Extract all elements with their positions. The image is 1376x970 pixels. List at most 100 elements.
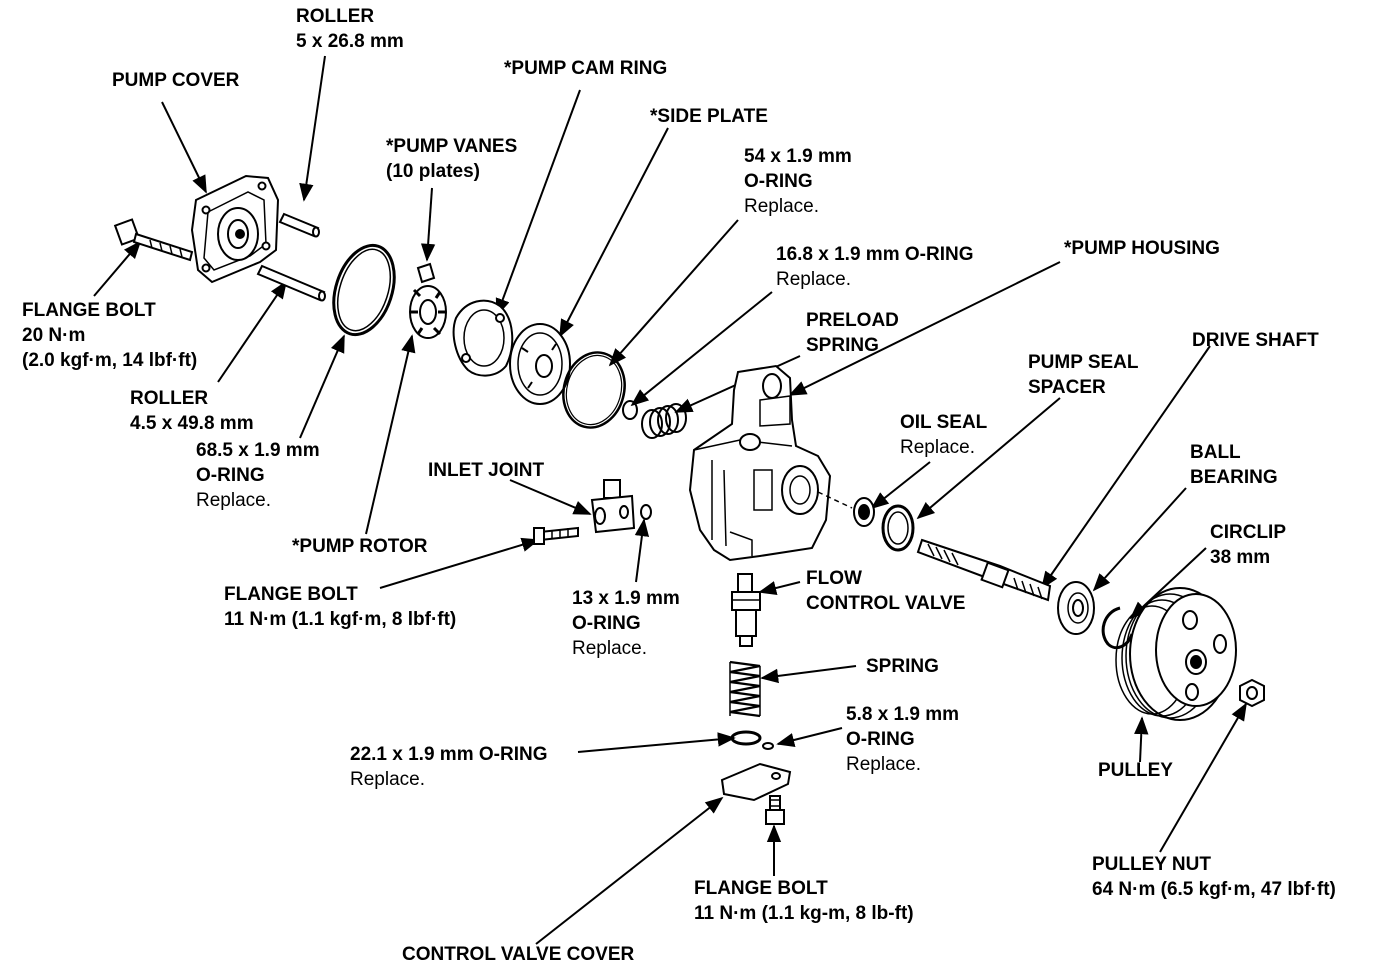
label-roller-top: ROLLER 5 x 26.8 mm: [296, 4, 404, 54]
label-pulley: PULLEY: [1098, 758, 1173, 783]
leader-pump-rotor: [365, 334, 416, 535]
label-oring-68-line3: Replace.: [196, 490, 271, 511]
label-pump-housing-line1: *PUMP HOUSING: [1064, 238, 1220, 259]
leader-pump-cover: [161, 101, 207, 194]
label-pump-seal-spacer-line2: SPACER: [1028, 377, 1106, 398]
label-oring-5-line1: 5.8 x 1.9 mm: [846, 704, 960, 725]
label-flow-control-valve: FLOW CONTROL VALVE: [806, 566, 965, 616]
label-spring-line1: SPRING: [866, 656, 939, 677]
label-control-valve-cover: CONTROL VALVE COVER: [402, 942, 634, 967]
label-roller-top-line2: 5 x 26.8 mm: [296, 31, 404, 52]
label-preload-spring: PRELOAD SPRING: [806, 308, 899, 358]
ball-bearing-part: [1057, 581, 1095, 635]
label-circlip-line1: CIRCLIP: [1210, 522, 1286, 543]
label-flange-bolt-left-line1: FLANGE BOLT: [22, 300, 156, 321]
label-flow-control-valve-line1: FLOW: [806, 568, 862, 589]
roller-bottom-part: [256, 264, 326, 302]
label-oring-54: 54 x 1.9 mm O-RING Replace.: [744, 144, 852, 219]
label-roller-bottom-line2: 4.5 x 49.8 mm: [130, 413, 254, 434]
label-oring-54-line2: O-RING: [744, 171, 813, 192]
roller-top-part: [278, 212, 320, 238]
label-flow-control-valve-line2: CONTROL VALVE: [806, 593, 966, 614]
side-plate-part: [509, 323, 571, 405]
label-oring-13-line1: 13 x 1.9 mm: [572, 588, 680, 609]
oring-16-part: [622, 400, 638, 420]
label-side-plate: *SIDE PLATE: [650, 104, 768, 129]
label-pump-cam-ring-line1: *PUMP CAM RING: [504, 58, 668, 79]
label-pump-cover-line1: PUMP COVER: [112, 70, 240, 91]
label-oring-68: 68.5 x 1.9 mm O-RING Replace.: [196, 438, 320, 513]
leader-oring-5: [776, 727, 843, 748]
leader-pump-housing: [788, 261, 1061, 396]
oring-22-part: [730, 730, 762, 746]
label-oring-68-line2: O-RING: [196, 465, 265, 486]
label-oring-5-line2: O-RING: [846, 729, 915, 750]
label-flange-bolt-left-line2: 20 N·m: [22, 325, 86, 346]
flow-control-valve-part: [731, 573, 761, 647]
label-inlet-joint-line1: INLET JOINT: [428, 460, 545, 481]
label-pulley-line1: PULLEY: [1098, 760, 1173, 781]
label-oring-16-line1: 16.8 x 1.9 mm O-RING: [776, 244, 974, 265]
leader-pump-cam-ring: [495, 89, 581, 317]
pump-seal-spacer-part: [881, 504, 915, 552]
label-ball-bearing-line1: BALL: [1190, 442, 1241, 463]
label-oring-22: 22.1 x 1.9 mm O-RING Replace.: [350, 742, 547, 792]
flange-bolt-mid-part: [533, 526, 579, 545]
label-oring-13-line2: O-RING: [572, 613, 641, 634]
leader-flange-bolt-left: [93, 240, 142, 297]
leader-oring-13: [634, 518, 650, 583]
leader-spring: [760, 665, 857, 684]
label-pump-rotor: *PUMP ROTOR: [292, 534, 428, 559]
pump-cover-part: [190, 174, 280, 284]
oring-54-part: [562, 351, 626, 429]
label-oil-seal-line2: Replace.: [900, 437, 975, 458]
flange-bolt-bottom-part: [765, 795, 785, 825]
pump-vane-part: [416, 262, 436, 284]
label-circlip: CIRCLIP 38 mm: [1210, 520, 1286, 570]
label-flange-bolt-mid-line2: 11 N·m (1.1 kgf·m, 8 lbf·ft): [224, 609, 457, 630]
pump-cam-ring-part: [452, 299, 514, 377]
label-pulley-nut: PULLEY NUT 64 N·m (6.5 kgf·m, 47 lbf·ft): [1092, 852, 1336, 902]
control-valve-cover-part: [720, 762, 792, 802]
leader-oring-54: [608, 219, 739, 367]
label-pulley-nut-line1: PULLEY NUT: [1092, 854, 1211, 875]
label-flange-bolt-left: FLANGE BOLT 20 N·m (2.0 kgf·m, 14 lbf·ft…: [22, 298, 197, 373]
label-roller-top-line1: ROLLER: [296, 6, 375, 27]
label-oring-54-line3: Replace.: [744, 196, 819, 217]
label-oring-22-line1: 22.1 x 1.9 mm O-RING: [350, 744, 548, 765]
label-preload-spring-line1: PRELOAD: [806, 310, 899, 331]
leader-side-plate: [559, 127, 669, 338]
leader-control-valve-cover: [535, 796, 724, 945]
label-drive-shaft-line1: DRIVE SHAFT: [1192, 330, 1319, 351]
flange-bolt-left-part: [113, 218, 194, 262]
label-oring-16: 16.8 x 1.9 mm O-RING Replace.: [776, 242, 973, 292]
label-roller-bottom: ROLLER 4.5 x 49.8 mm: [130, 386, 254, 436]
oring-5-part: [762, 742, 774, 750]
oring-13-part: [640, 504, 652, 520]
label-ball-bearing-line2: BEARING: [1190, 467, 1278, 488]
label-pulley-nut-line2: 64 N·m (6.5 kgf·m, 47 lbf·ft): [1092, 879, 1336, 900]
label-drive-shaft: DRIVE SHAFT: [1192, 328, 1319, 353]
leader-pump-seal-spacer: [916, 397, 1061, 520]
label-pump-vanes-line2: (10 plates): [386, 161, 480, 182]
label-pump-vanes: *PUMP VANES (10 plates): [386, 134, 517, 184]
preload-spring-part: [641, 403, 687, 439]
leader-ball-bearing: [1092, 487, 1187, 592]
label-pump-cover: PUMP COVER: [112, 68, 239, 93]
label-oring-54-line1: 54 x 1.9 mm: [744, 146, 852, 167]
label-spring: SPRING: [866, 654, 939, 679]
label-oil-seal-line1: OIL SEAL: [900, 412, 988, 433]
leader-pulley-nut: [1159, 702, 1247, 853]
oring-68-part: [332, 243, 396, 337]
label-circlip-line2: 38 mm: [1210, 547, 1271, 568]
label-oring-68-line1: 68.5 x 1.9 mm: [196, 440, 320, 461]
label-flange-bolt-mid-line1: FLANGE BOLT: [224, 584, 358, 605]
label-flange-bolt-left-line3: (2.0 kgf·m, 14 lbf·ft): [22, 350, 198, 371]
spring-part: [729, 660, 761, 718]
label-pump-housing: *PUMP HOUSING: [1064, 236, 1220, 261]
leader-pulley: [1134, 716, 1149, 763]
label-pump-vanes-line1: *PUMP VANES: [386, 136, 518, 157]
inlet-joint-part: [590, 479, 636, 534]
label-flange-bolt-bottom-line1: FLANGE BOLT: [694, 878, 828, 899]
leader-flange-bolt-mid: [379, 537, 540, 589]
